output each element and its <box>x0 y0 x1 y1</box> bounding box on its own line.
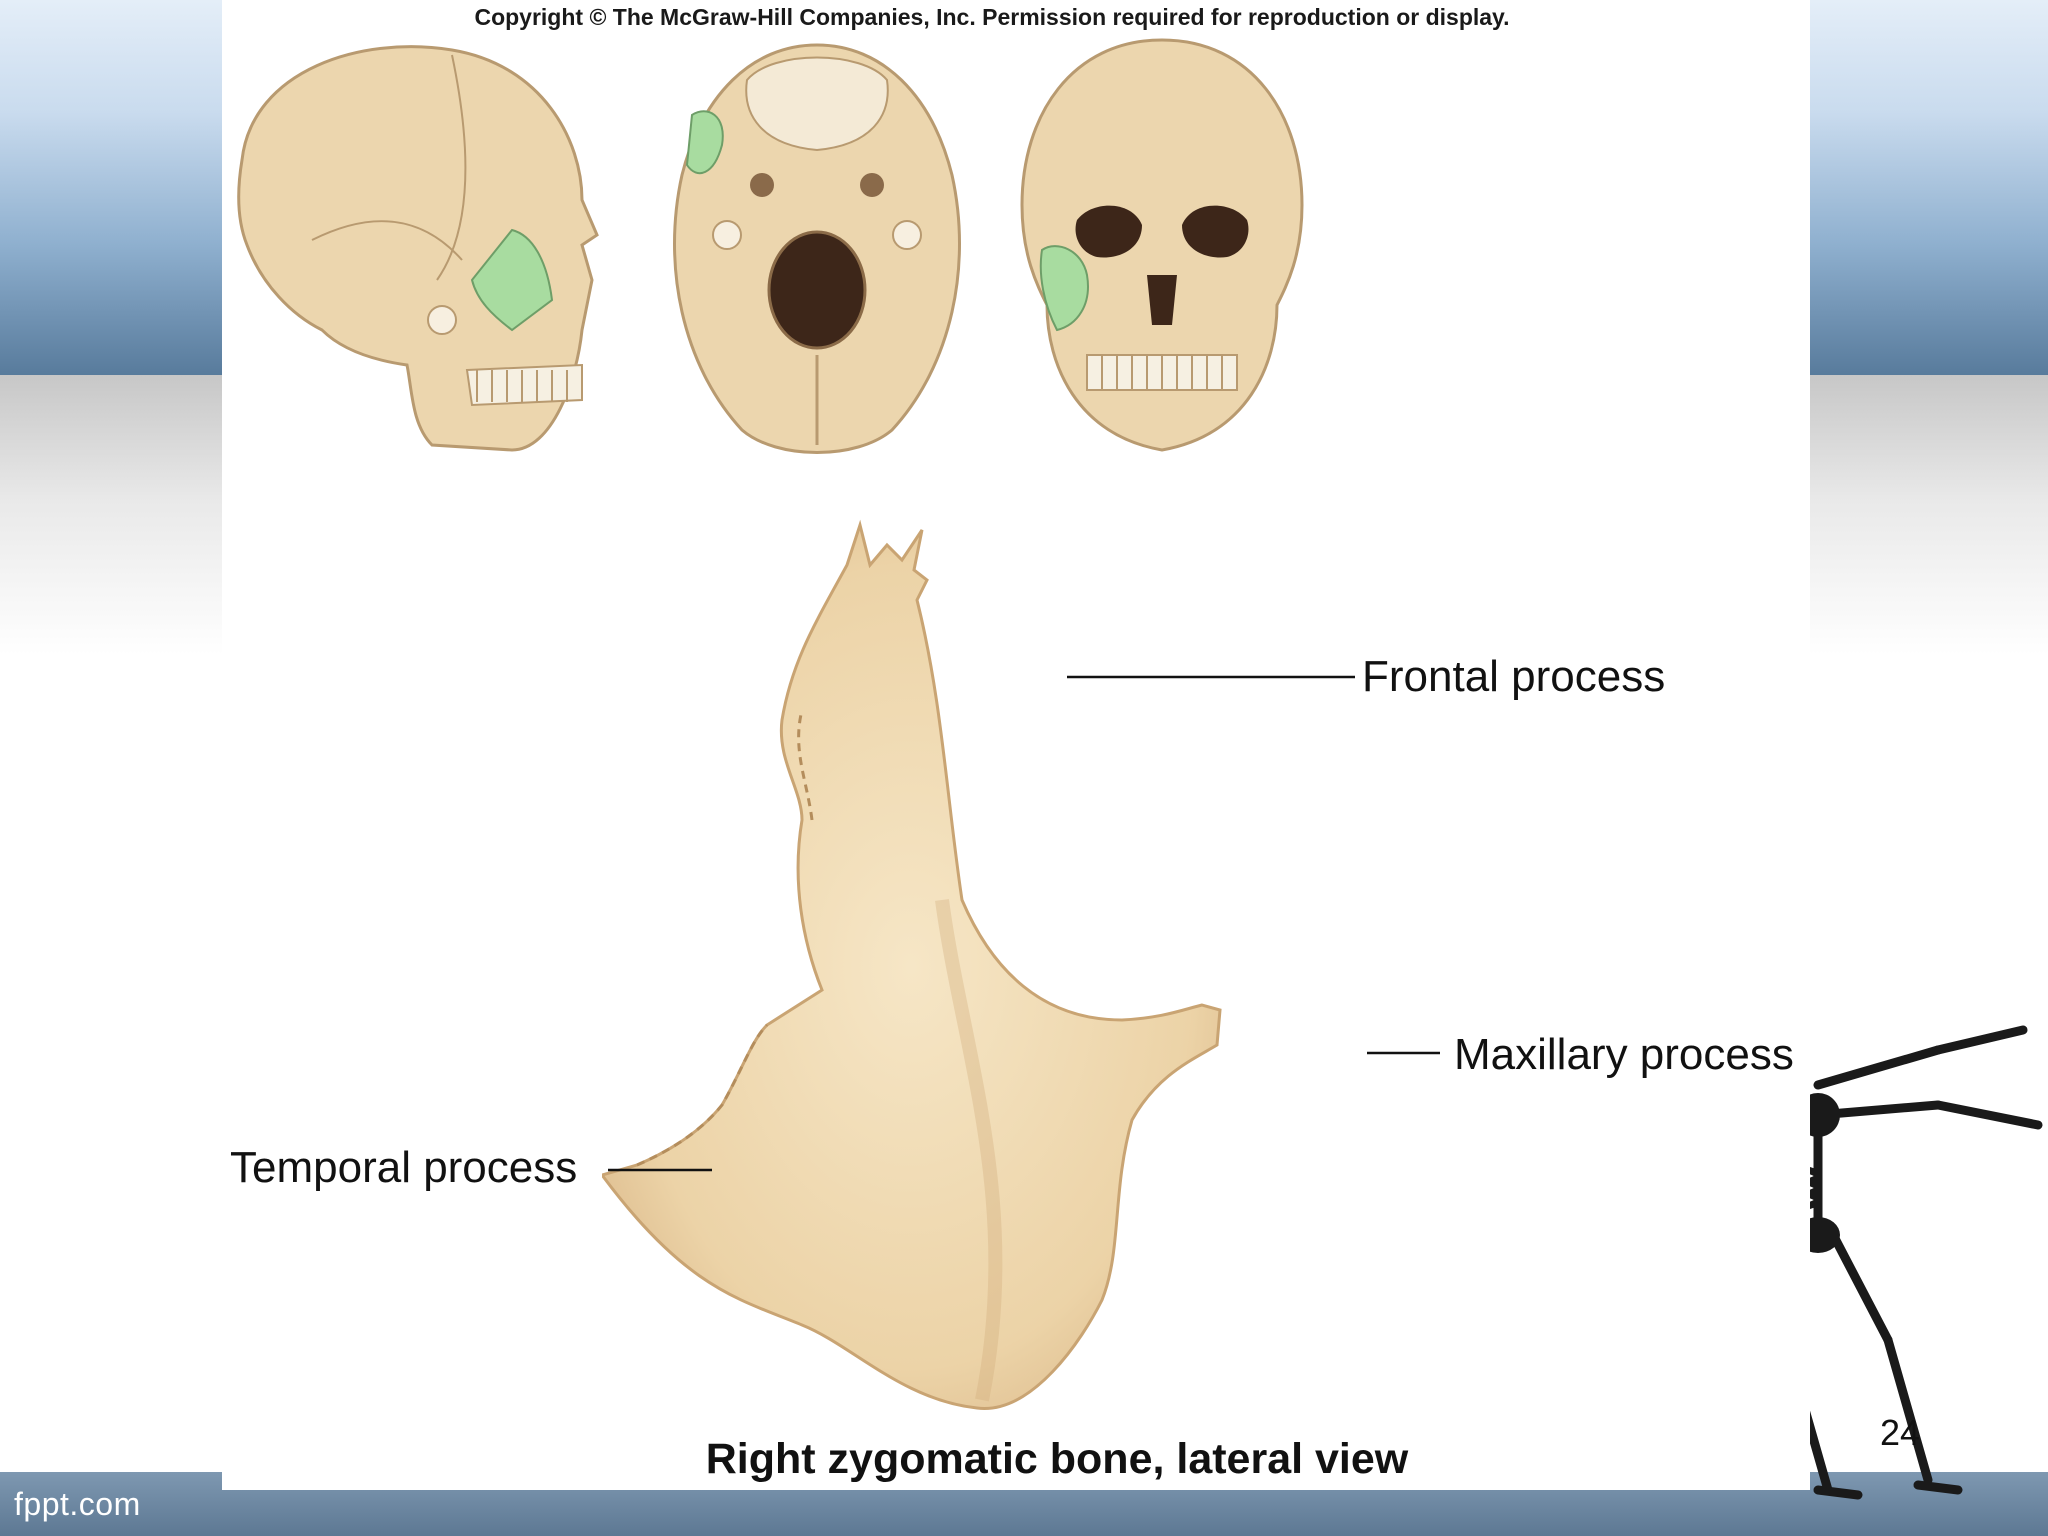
zygomatic-bone-icon <box>602 519 1222 1410</box>
footer-brand: fppt.com <box>14 1486 141 1522</box>
skull-lateral-view-icon <box>237 45 599 452</box>
figure-caption: Right zygomatic bone, lateral view <box>705 1435 1409 1483</box>
slide-number: 24 <box>1880 1412 1921 1453</box>
label-leader-lines <box>608 675 1440 1172</box>
label-temporal-process: Temporal process <box>230 1143 578 1192</box>
copyright-notice: Copyright © The McGraw-Hill Companies, I… <box>474 4 1510 30</box>
anatomy-figure: Copyright © The McGraw-Hill Companies, I… <box>222 0 1810 1490</box>
skull-anterior-view-icon <box>1020 38 1304 452</box>
skull-inferior-view-icon <box>673 43 961 454</box>
label-frontal-process: Frontal process <box>1362 652 1666 701</box>
label-maxillary-process: Maxillary process <box>1454 1030 1794 1079</box>
